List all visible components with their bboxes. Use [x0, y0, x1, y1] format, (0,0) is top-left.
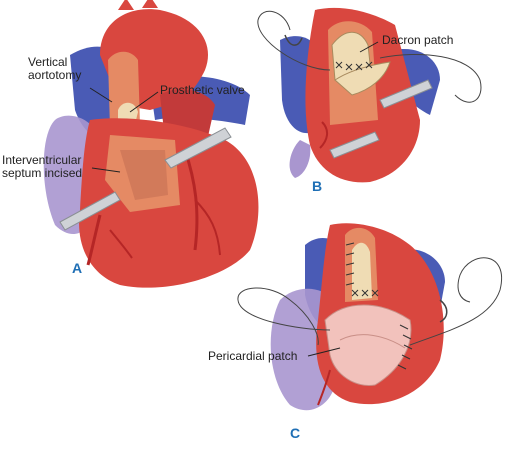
panel-b-heart-drawing: [257, 7, 482, 183]
panel-letter-c: C: [290, 425, 301, 441]
panel-a-leader-lines: [89, 87, 159, 173]
label-dacron-patch: Dacron patch: [382, 33, 454, 47]
panel-c-heart-drawing: [237, 223, 503, 411]
label-prosthetic-valve: Prosthetic valve: [160, 83, 245, 97]
label-interventricular-septum-line2: septum incised: [2, 166, 83, 180]
panel-a-heart-drawing: [43, 0, 259, 288]
panel-c-leader-lines: [307, 347, 341, 357]
panel-letter-b: B: [312, 178, 323, 194]
label-pericardial-patch: Pericardial patch: [208, 349, 298, 363]
panel-b-leader-lines: [359, 41, 379, 53]
panel-letter-a: A: [72, 260, 83, 276]
label-vertical-aortotomy-line1: Vertical: [28, 55, 68, 69]
label-vertical-aortotomy-line2: aortotomy: [28, 68, 82, 82]
label-interventricular-septum-line1: Interventricular: [2, 153, 82, 167]
